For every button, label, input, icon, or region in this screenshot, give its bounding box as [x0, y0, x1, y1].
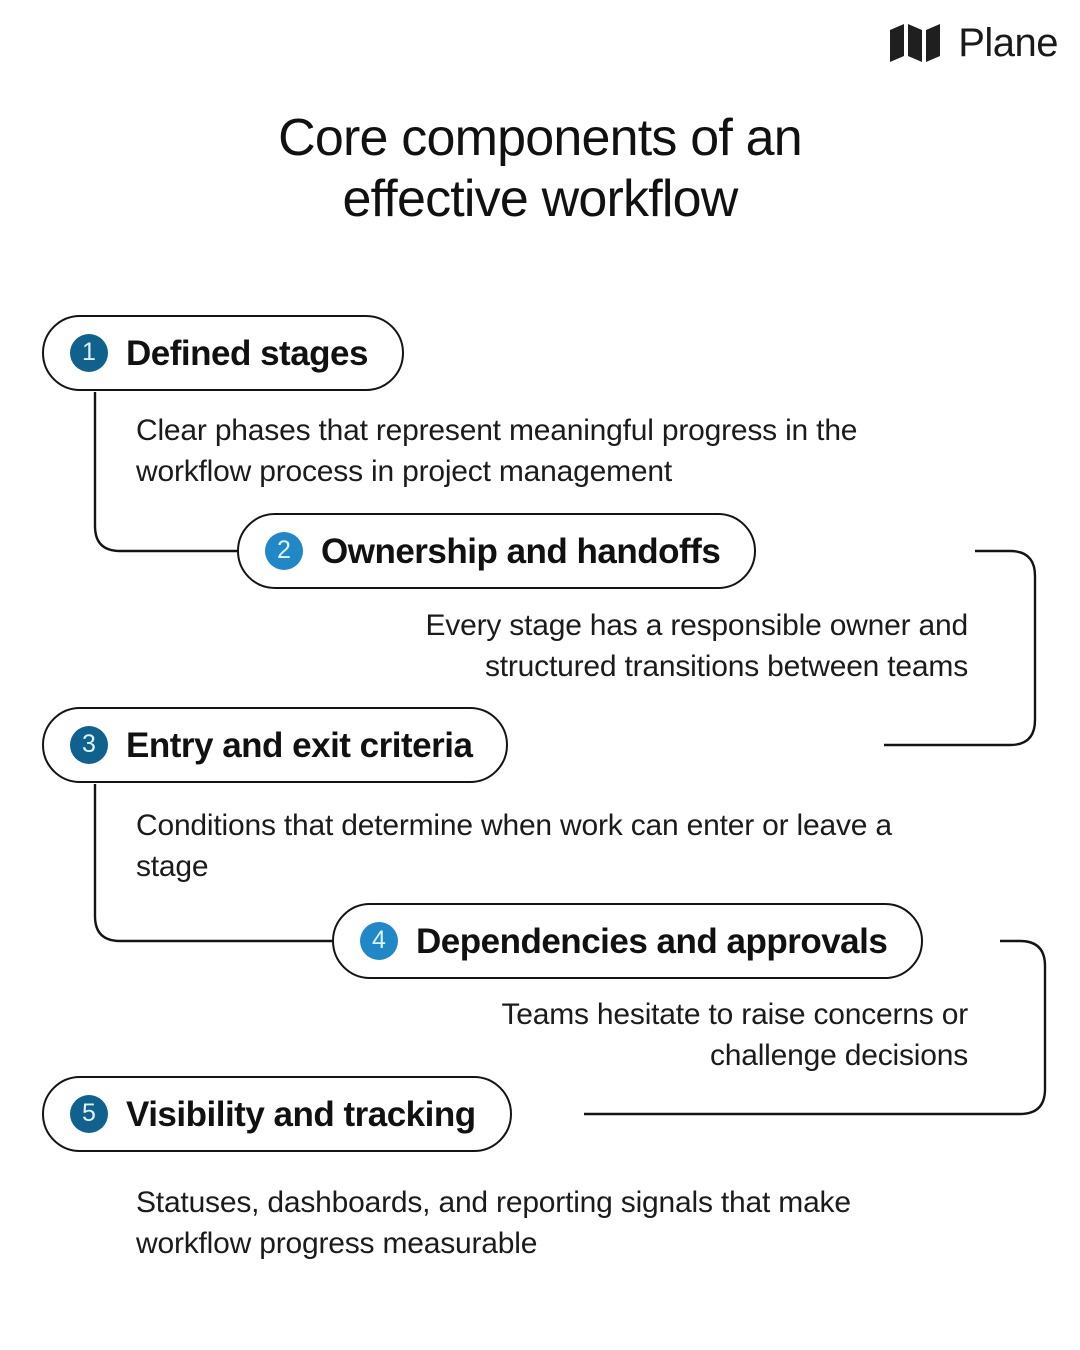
- step-number-badge-1: 1: [70, 334, 108, 372]
- workflow-item-pill-2[interactable]: 2 Ownership and handoffs: [237, 513, 757, 589]
- workflow-item-description-1: Clear phases that represent meaningful p…: [136, 414, 858, 489]
- page-title-line-1: Core components of an: [278, 109, 803, 167]
- workflow-item-pill-5[interactable]: 5 Visibility and tracking: [42, 1076, 512, 1152]
- brand-logo: Plane: [888, 22, 1058, 64]
- page-title-line-2: effective workflow: [342, 169, 738, 228]
- page-title: Core components of an effective workflow: [0, 108, 1080, 230]
- workflow-item-description-2: Every stage has a responsible owner and …: [425, 609, 968, 684]
- workflow-item-pill-4[interactable]: 4 Dependencies and approvals: [332, 903, 924, 979]
- workflow-item-label-4: Dependencies and approvals: [416, 921, 888, 961]
- brand-name: Plane: [958, 21, 1058, 65]
- workflow-item-pill-3[interactable]: 3 Entry and exit criteria: [42, 707, 509, 783]
- workflow-item-label-3: Entry and exit criteria: [126, 725, 473, 765]
- workflow-item-pill-1[interactable]: 1 Defined stages: [42, 315, 404, 391]
- workflow-item-description-3: Conditions that determine when work can …: [136, 809, 892, 884]
- workflow-item-description-4: Teams hesitate to raise concerns or chal…: [501, 998, 968, 1073]
- step-number-badge-4: 4: [360, 922, 398, 960]
- step-number-badge-3: 3: [70, 726, 108, 764]
- workflow-item-label-2: Ownership and handoffs: [321, 531, 721, 571]
- step-number-badge-2: 2: [265, 532, 303, 570]
- plane-logo-icon: [890, 24, 941, 62]
- step-number-badge-5: 5: [70, 1095, 108, 1133]
- workflow-item-label-1: Defined stages: [126, 333, 368, 373]
- workflow-item-description-5: Statuses, dashboards, and reporting sign…: [136, 1186, 851, 1261]
- workflow-item-label-5: Visibility and tracking: [126, 1094, 476, 1134]
